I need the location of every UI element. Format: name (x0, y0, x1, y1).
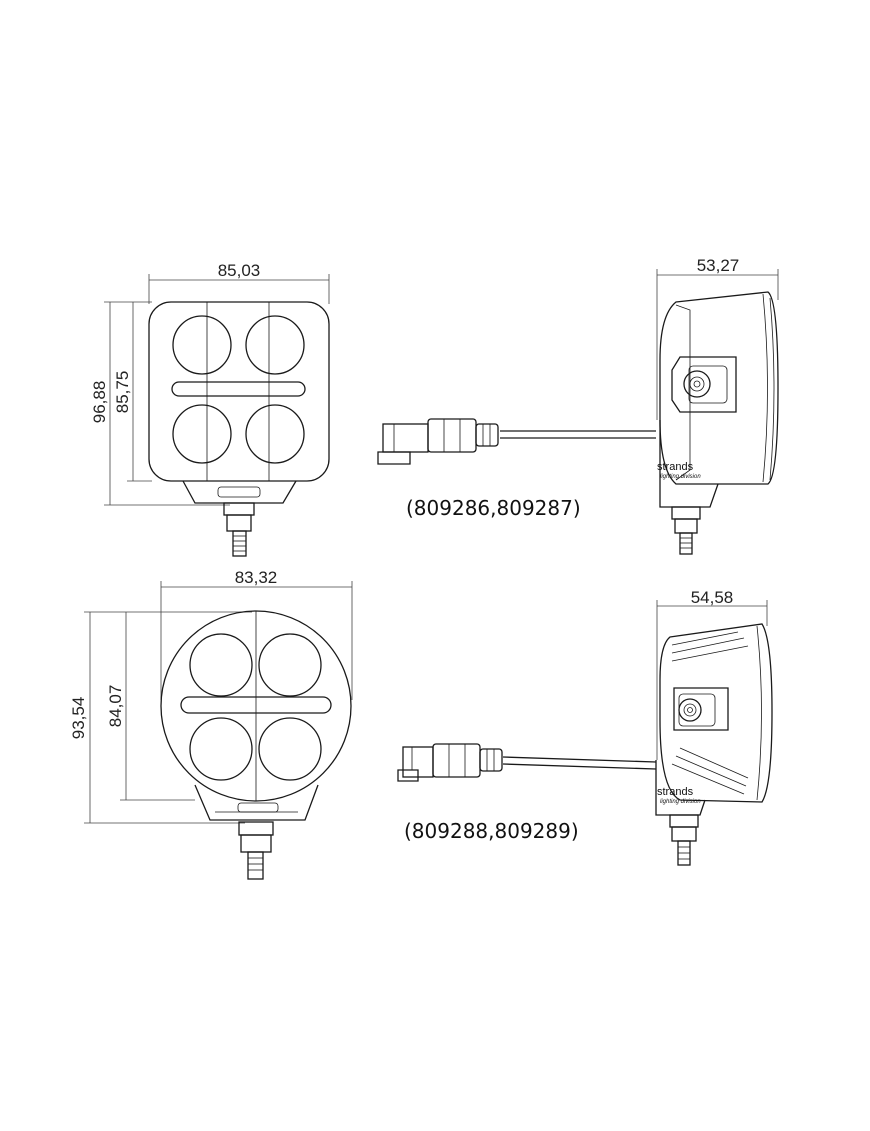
round-part-numbers: (809288,809289) (404, 819, 579, 843)
round-depth-dimension: 54,58 (691, 588, 734, 607)
round-brand-name: strands (657, 786, 694, 798)
round-lamp-front-view: 83,32 93,54 84,07 (69, 568, 353, 880)
square-outer-height-dimension: 96,88 (90, 381, 109, 424)
round-brand-sub: lighting division (660, 799, 701, 805)
square-part-numbers: (809286,809287) (406, 496, 581, 520)
round-outer-height-dimension: 93,54 (69, 697, 88, 740)
round-inner-height-dimension: 84,07 (106, 685, 125, 728)
square-lamp-front-view: 85,03 96,88 85,75 (90, 261, 330, 557)
square-depth-dimension: 53,27 (697, 256, 740, 275)
square-brand-sub: lighting division (660, 474, 701, 480)
square-width-dimension: 85,03 (218, 261, 261, 280)
round-lamp-side-view: 54,58 strands lighting division (397, 588, 773, 866)
square-brand-name: strands (657, 461, 694, 473)
round-width-dimension: 83,32 (235, 568, 278, 587)
square-lamp-side-view: 53,27 strands lighting division (377, 256, 779, 555)
square-inner-height-dimension: 85,75 (113, 371, 132, 414)
